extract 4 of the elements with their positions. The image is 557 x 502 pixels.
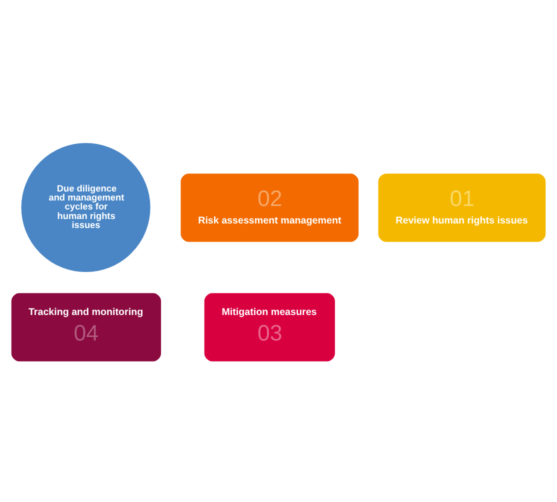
node-box: 02 Risk assessment management [180, 173, 359, 242]
node-box: Tracking and monitoring 04 [11, 292, 162, 361]
node-box: 01 Review human rights issues [378, 173, 546, 242]
node-box: Mitigation measures 03 [204, 292, 335, 361]
